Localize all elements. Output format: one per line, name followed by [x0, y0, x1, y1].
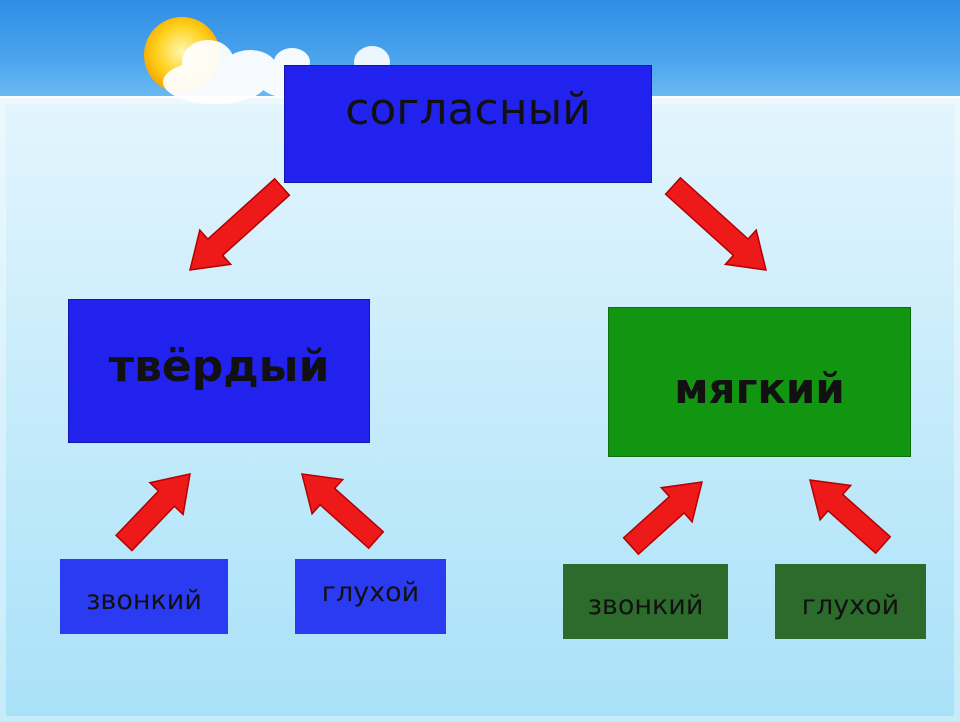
- arrow-root-to-soft: [664, 176, 767, 271]
- arrow-hard-voiced-up: [115, 473, 191, 552]
- arrow-root-to-hard: [189, 177, 291, 271]
- root-node: согласный: [284, 65, 652, 183]
- arrow-soft-voiceless-up: [809, 479, 892, 555]
- root-label: согласный: [345, 84, 591, 135]
- soft-node: мягкий: [608, 307, 911, 457]
- soft-voiced-node: звонкий: [563, 564, 728, 639]
- soft-voiceless-node: глухой: [775, 564, 926, 639]
- hard-voiceless-node: глухой: [295, 559, 446, 634]
- hard-voiced-label: звонкий: [86, 585, 202, 616]
- hard-voiced-node: звонкий: [60, 559, 228, 634]
- hard-label: твёрдый: [108, 340, 330, 392]
- hard-node: твёрдый: [68, 299, 370, 443]
- arrow-soft-voiced-up: [622, 481, 703, 556]
- arrow-hard-voiceless-up: [300, 473, 385, 550]
- soft-label: мягкий: [674, 363, 845, 413]
- hard-voiceless-label: глухой: [321, 577, 420, 608]
- soft-voiced-label: звонкий: [587, 590, 704, 621]
- soft-voiceless-label: глухой: [801, 590, 900, 621]
